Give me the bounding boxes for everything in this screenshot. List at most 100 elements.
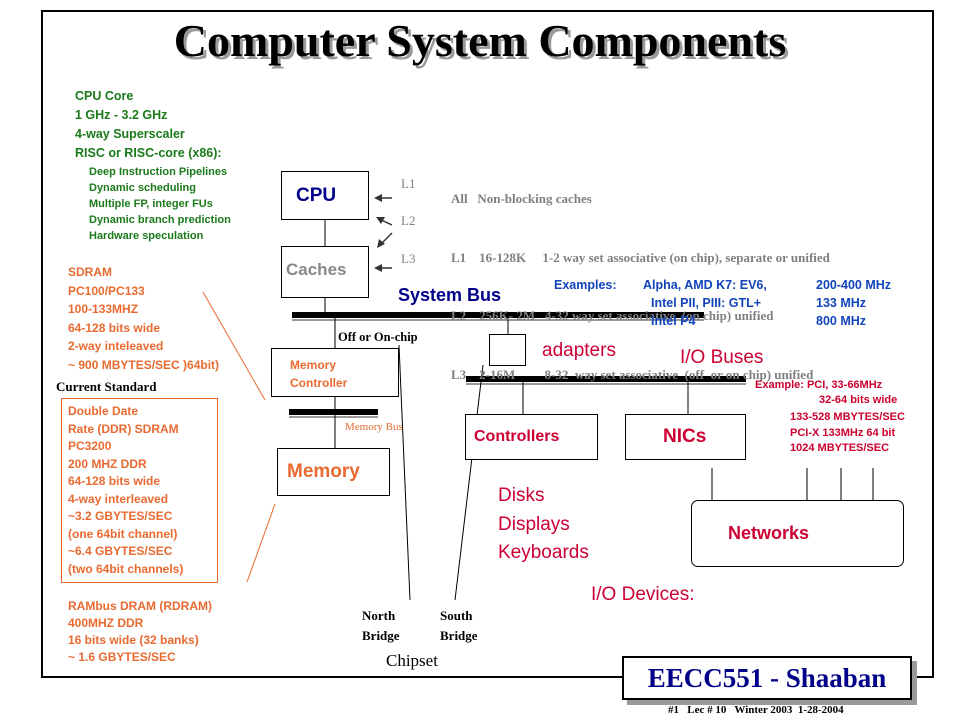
io-buses-label: I/O Buses (680, 347, 764, 368)
south-bridge-label: South Bridge (440, 606, 478, 646)
ddr-box (61, 398, 218, 583)
north-bridge-label: North Bridge (362, 606, 400, 646)
ddr-line: (one 64bit channel) (68, 526, 178, 541)
sdram-line: PC100/PC133 (68, 283, 145, 298)
caches-box: Caches (281, 246, 369, 298)
pci-line: 133-528 MBYTES/SEC (790, 411, 905, 423)
sdram-line: 2-way inteleaved (68, 339, 164, 353)
current-standard-label: Current Standard (56, 379, 157, 394)
rambus-line: 16 bits wide (32 banks) (68, 633, 199, 647)
cache-note-line: L2 256K- 2M 4-32 way set associative (on… (451, 308, 774, 323)
rambus-info: RAMbus DRAM (RDRAM) 400MHZ DDR 16 bits w… (68, 598, 212, 666)
example-speed: 133 MHz (816, 296, 867, 310)
sdram-line: SDRAM (68, 265, 112, 279)
l3-arrowhead (374, 264, 382, 272)
io-devices-label: I/O Devices: (591, 584, 695, 605)
cpu-core-line: RISC or RISC-core (x86): (75, 146, 222, 160)
cache-level-l1: L1 (401, 176, 416, 191)
example-speed: 800 MHz (816, 314, 867, 328)
pci-line: PCI-X 133MHz 64 bit (790, 426, 896, 439)
l1-arrowhead (374, 194, 382, 202)
cpu-feature: Dynamic scheduling (89, 182, 196, 194)
examples-label: Examples: (554, 278, 617, 292)
cache-note-line: L3 2-16M 8-32 way set associative (off o… (451, 366, 814, 382)
sdram-info: SDRAM PC100/PC133 100-133MHZ 64-128 bits… (68, 263, 219, 374)
cpu-core-line: 4-way Superscaler (75, 127, 185, 141)
nics-label: NICs (663, 426, 707, 447)
ddr-line: PC3200 (68, 439, 112, 453)
memory-box: Memory (277, 448, 390, 496)
networks-label: Networks (728, 523, 810, 543)
example-cpu: Intel P4 (651, 314, 696, 328)
cache-note-line: All Non-blocking caches (451, 191, 592, 206)
example-cpu: Alpha, AMD K7: EV6, (643, 278, 767, 292)
io-device-list: Disks Displays Keyboards (498, 482, 589, 568)
chipset-label: Chipset (386, 651, 438, 670)
south-bridge-line: South (440, 608, 473, 623)
io-bus-bar (466, 376, 746, 382)
sdram-line: 100-133MHZ (68, 302, 139, 316)
cpu-feature: Deep Instruction Pipelines (89, 166, 228, 178)
pci-example-details: 133-528 MBYTES/SEC PCI-X 133MHz 64 bit 1… (790, 410, 905, 457)
cpu-feature: Multiple FP, integer FUs (89, 198, 213, 210)
io-device: Disks (498, 485, 545, 506)
cpu-label: CPU (296, 185, 337, 206)
system-bus-bar (292, 312, 704, 318)
memory-controller-box: Memory Controller (271, 348, 399, 397)
cache-note-line: L1 16-128K 1-2 way set associative (on c… (451, 249, 830, 265)
ddr-line: 4-way interleaved (68, 491, 169, 506)
north-bridge-pointer (398, 344, 411, 601)
cpu-box: CPU (281, 171, 369, 220)
cpu-core-info: CPU Core 1 GHz - 3.2 GHz 4-way Superscal… (75, 87, 222, 163)
controllers-box: Controllers (465, 414, 598, 460)
cache-level-l3: L3 (401, 251, 416, 266)
cpu-feature: Hardware speculation (89, 230, 204, 242)
cpu-core-line: 1 GHz - 3.2 GHz (75, 108, 168, 122)
ddr-line: 200 MHZ DDR (68, 456, 147, 471)
cache-level-l2: L2 (401, 213, 416, 228)
sdram-callout-line (202, 291, 266, 401)
south-bridge-line: Bridge (440, 628, 478, 643)
north-bridge-line: North (362, 608, 396, 623)
ddr-line: ~3.2 GBYTES/SEC (68, 509, 173, 523)
north-bridge-line: Bridge (362, 628, 400, 643)
rambus-line: RAMbus DRAM (RDRAM) (68, 599, 212, 613)
memory-controller-label: Memory (290, 358, 337, 372)
ddr-line: Rate (DDR) SDRAM (68, 421, 179, 436)
slide-footer: #1 Lec # 10 Winter 2003 1-28-2004 (668, 704, 844, 716)
memory-bus-label: Memory Bus (345, 421, 403, 433)
cpu-core-features: Deep Instruction Pipelines Dynamic sched… (89, 164, 231, 244)
l2-arrowhead (376, 217, 385, 224)
pci-line: 1024 MBYTES/SEC (790, 442, 890, 454)
page-title: Computer System Components (173, 15, 787, 66)
sdram-line: 64-128 bits wide (68, 320, 161, 335)
ddr-callout-line (246, 503, 276, 583)
memory-bus-bar (289, 409, 378, 415)
memory-label: Memory (287, 461, 360, 482)
cpu-feature: Dynamic branch prediction (89, 214, 231, 226)
ddr-line: Double Date (68, 404, 139, 418)
caches-label: Caches (286, 260, 347, 279)
ddr-line: 64-128 bits wide (68, 474, 161, 488)
rambus-line: ~ 1.6 GBYTES/SEC (68, 650, 176, 664)
nics-box: NICs (625, 414, 746, 460)
adapter-box (489, 334, 526, 366)
rambus-line: 400MHZ DDR (68, 616, 144, 630)
io-device: Keyboards (498, 542, 589, 563)
off-on-chip-label: Off or On-chip (338, 330, 418, 344)
networks-box: Networks (691, 500, 904, 567)
ddr-info: Double Date Rate (DDR) SDRAM PC3200 200 … (68, 403, 183, 578)
sdram-line: ~ 900 MBYTES/SEC )64bit) (68, 357, 220, 372)
l2b-arrowhead (377, 239, 385, 248)
south-bridge-pointer (454, 364, 484, 601)
memory-controller-label: Controller (290, 376, 348, 390)
pci-line: Example: PCI, 33-66MHz (755, 379, 883, 391)
course-badge: EECC551 - Shaaban (622, 656, 912, 700)
example-speed: 200-400 MHz (816, 278, 892, 292)
cpu-core-line: CPU Core (75, 89, 134, 103)
example-row: Alpha, AMD K7: EV6, (643, 276, 767, 294)
example-cpu: Intel PII, PIII: GTL+ (651, 296, 762, 310)
cache-notes: All Non-blocking caches L1 16-128K 1-2 w… (451, 150, 830, 404)
controllers-label: Controllers (474, 428, 560, 445)
